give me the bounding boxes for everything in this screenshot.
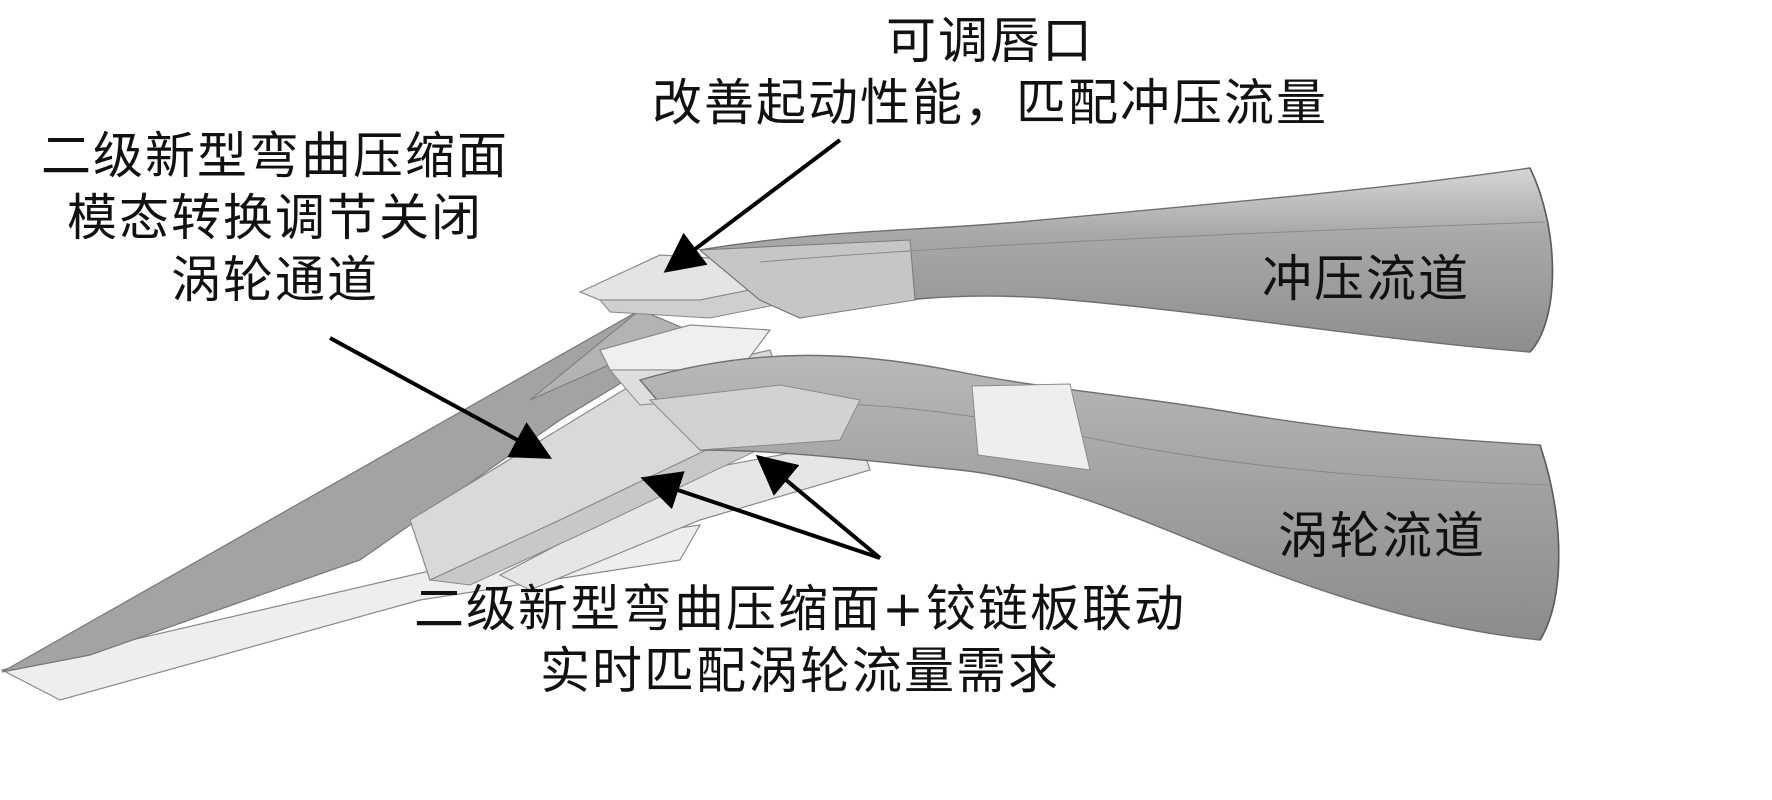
arrow-hinge-2 (755, 454, 882, 560)
ram-duct-label: 冲压流道 (1262, 250, 1470, 308)
splitter-panel (599, 324, 772, 371)
hinge-label: 二级新型弯曲压缩面+铰链板联动 实时匹配涡轮流量需求 (355, 578, 1245, 702)
lip-label-line1: 可调唇口 (886, 12, 1094, 70)
turbine-duct-window (971, 383, 1091, 471)
hinge-label-line1: 二级新型弯曲压缩面+铰链板联动 (414, 580, 1186, 638)
ram-duct-exit (1529, 167, 1554, 353)
ramp-label: 二级新型弯曲压缩面 模态转换调节关闭 涡轮通道 (5, 125, 545, 311)
lip-label-line2: 改善起动性能，匹配冲压流量 (652, 74, 1328, 132)
arrow-ramp (329, 336, 553, 459)
turbine-duct-inner-panel (648, 384, 861, 451)
ram-duct-front-panel (698, 239, 916, 319)
turbine-duct-label: 涡轮流道 (1278, 507, 1486, 565)
lip-label: 可调唇口 改善起动性能，匹配冲压流量 (610, 10, 1370, 134)
ramp-label-line3: 涡轮通道 (171, 251, 379, 309)
ram-duct-seam (759, 221, 1546, 263)
arrow-lip (663, 138, 842, 273)
ramp-label-line2: 模态转换调节关闭 (67, 189, 483, 247)
turbine-duct-exit (1539, 444, 1560, 641)
arrow-hinge-1 (640, 471, 881, 560)
hinge-label-line2: 实时匹配涡轮流量需求 (540, 642, 1060, 700)
ramp-label-line1: 二级新型弯曲压缩面 (41, 127, 509, 185)
